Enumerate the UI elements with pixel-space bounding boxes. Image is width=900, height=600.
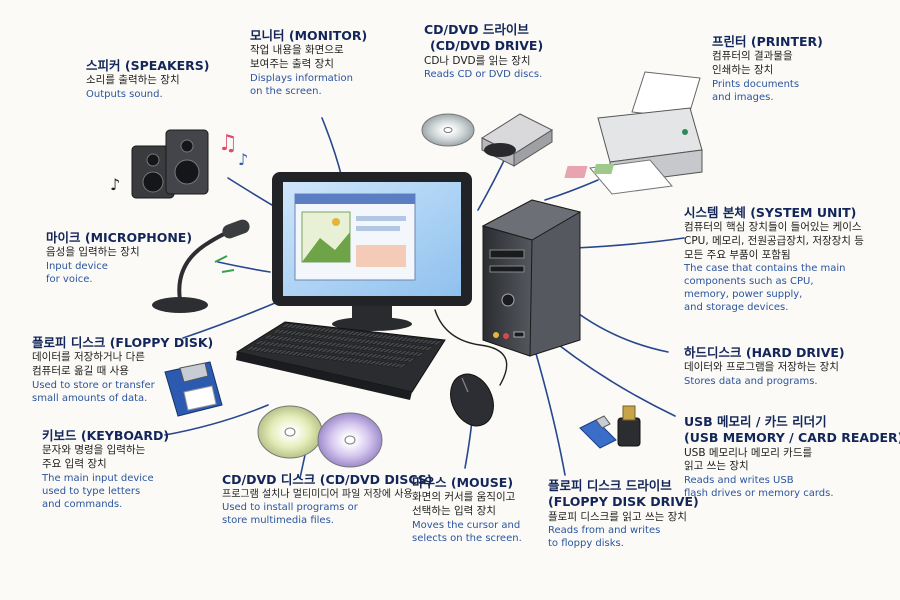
printer-icon (564, 72, 702, 194)
korean-line: 인쇄하는 장치 (712, 64, 823, 78)
title: CD/DVD 디스크 (CD/DVD DISCS) (222, 472, 433, 488)
leader-floppy-drive (535, 350, 565, 475)
korean-line: CD나 DVD를 읽는 장치 (424, 55, 543, 69)
leader-printer (545, 180, 598, 200)
english-line: Used to store or transfer (32, 379, 213, 392)
korean-line: 작업 내용을 화면으로 (250, 44, 367, 58)
korean-line: 주요 입력 장치 (42, 458, 169, 472)
english-line: Outputs sound. (86, 88, 210, 101)
english-line: store multimedia files. (222, 514, 433, 527)
label-floppy-drive: 플로피 디스크 드라이브 (FLOPPY DISK DRIVE) 플로피 디스크… (548, 478, 699, 550)
cd-discs-icon (258, 406, 382, 467)
title: (CD/DVD DRIVE) (424, 38, 543, 54)
english-line: to floppy disks. (548, 537, 699, 550)
korean-line: 프로그램 설치나 멀티미디어 파일 저장에 사용 (222, 488, 433, 501)
english-line: The case that contains the main (684, 262, 864, 275)
korean-line: 데이터를 저장하거나 다른 (32, 351, 213, 365)
english-line: flash drives or memory cards. (684, 487, 900, 500)
title: 시스템 본체 (SYSTEM UNIT) (684, 205, 864, 221)
label-floppy-disk: 플로피 디스크 (FLOPPY DISK) 데이터를 저장하거나 다른 컴퓨터로… (32, 335, 213, 405)
leader-mouse (465, 420, 472, 468)
title: 모니터 (MONITOR) (250, 28, 367, 44)
korean-line: USB 메모리나 메모리 카드를 (684, 447, 900, 461)
english-line: memory, power supply, (684, 288, 864, 301)
english-line: Reads from and writes (548, 524, 699, 537)
label-keyboard: 키보드 (KEYBOARD) 문자와 명령을 입력하는 주요 입력 장치 The… (42, 428, 169, 511)
label-monitor: 모니터 (MONITOR) 작업 내용을 화면으로 보여주는 출력 장치 Dis… (250, 28, 367, 98)
mouse-icon (442, 367, 501, 433)
english-line: Stores data and programs. (684, 375, 845, 388)
title: (USB MEMORY / CARD READER) (684, 430, 900, 446)
label-usb: USB 메모리 / 카드 리더기 (USB MEMORY / CARD READ… (684, 414, 900, 500)
korean-line: 읽고 쓰는 장치 (684, 460, 900, 474)
english-line: Reads CD or DVD discs. (424, 68, 543, 81)
korean-line: 소리를 출력하는 장치 (86, 74, 210, 88)
system-unit-icon (483, 200, 580, 356)
keyboard-icon (236, 322, 445, 400)
korean-line: 컴퓨터의 핵심 장치들이 들어있는 케이스 (684, 221, 864, 235)
leader-speakers (228, 178, 272, 205)
english-line: and storage devices. (684, 301, 864, 314)
english-line: and commands. (42, 498, 169, 511)
svg-text:♪: ♪ (238, 150, 248, 169)
cd-drive-icon (422, 114, 552, 166)
leader-system-unit (575, 238, 684, 248)
label-cd-discs: CD/DVD 디스크 (CD/DVD DISCS) 프로그램 설치나 멀티미디어… (222, 472, 433, 527)
korean-line: CPU, 메모리, 전원공급장치, 저장장치 등 (684, 235, 864, 249)
label-speakers: 스피커 (SPEAKERS) 소리를 출력하는 장치 Outputs sound… (86, 58, 210, 101)
korean-line: 컴퓨터로 옮길 때 사용 (32, 365, 213, 379)
leader-monitor (322, 118, 342, 178)
english-line: on the screen. (250, 85, 367, 98)
title: 하드디스크 (HARD DRIVE) (684, 345, 845, 361)
korean-line: 문자와 명령을 입력하는 (42, 444, 169, 458)
korean-line: 음성을 입력하는 장치 (46, 246, 192, 260)
title: 마우스 (MOUSE) (412, 475, 522, 491)
korean-line: 화면의 커서를 움직이고 (412, 491, 522, 505)
label-cd-drive: CD/DVD 드라이브 (CD/DVD DRIVE) CD나 DVD를 읽는 장… (424, 22, 543, 81)
svg-text:♫: ♫ (218, 131, 238, 156)
title: (FLOPPY DISK DRIVE) (548, 494, 699, 510)
english-line: Input device (46, 260, 192, 273)
korean-line: 컴퓨터의 결과물을 (712, 50, 823, 64)
label-mouse: 마우스 (MOUSE) 화면의 커서를 움직이고 선택하는 입력 장치 Move… (412, 475, 522, 545)
monitor-icon (272, 172, 472, 331)
speaker-icon (132, 130, 208, 198)
korean-line: 플로피 디스크를 읽고 쓰는 장치 (548, 511, 699, 525)
title: 마이크 (MICROPHONE) (46, 230, 192, 246)
title: 플로피 디스크 (FLOPPY DISK) (32, 335, 213, 351)
korean-line: 보여주는 출력 장치 (250, 58, 367, 72)
english-line: small amounts of data. (32, 392, 213, 405)
label-microphone: 마이크 (MICROPHONE) 음성을 입력하는 장치 Input devic… (46, 230, 192, 286)
korean-line: 선택하는 입력 장치 (412, 505, 522, 519)
korean-line: 모든 주요 부품이 포함됨 (684, 249, 864, 263)
english-line: Moves the cursor and (412, 519, 522, 532)
english-line: and images. (712, 91, 823, 104)
english-line: for voice. (46, 273, 192, 286)
label-hard-drive: 하드디스크 (HARD DRIVE) 데이터와 프로그램을 저장하는 장치 St… (684, 345, 845, 388)
label-system-unit: 시스템 본체 (SYSTEM UNIT) 컴퓨터의 핵심 장치들이 들어있는 케… (684, 205, 864, 314)
english-line: selects on the screen. (412, 532, 522, 545)
title: CD/DVD 드라이브 (424, 22, 543, 38)
title: 키보드 (KEYBOARD) (42, 428, 169, 444)
label-printer: 프린터 (PRINTER) 컴퓨터의 결과물을 인쇄하는 장치 Prints d… (712, 34, 823, 104)
title: 플로피 디스크 드라이브 (548, 478, 699, 494)
korean-line: 데이터와 프로그램을 저장하는 장치 (684, 361, 845, 375)
title: 스피커 (SPEAKERS) (86, 58, 210, 74)
english-line: components such as CPU, (684, 275, 864, 288)
usb-icon (580, 406, 640, 448)
title: USB 메모리 / 카드 리더기 (684, 414, 900, 430)
title: 프린터 (PRINTER) (712, 34, 823, 50)
english-line: used to type letters (42, 485, 169, 498)
english-line: Used to install programs or (222, 501, 433, 514)
english-line: Prints documents (712, 78, 823, 91)
english-line: The main input device (42, 472, 169, 485)
english-line: Displays information (250, 72, 367, 85)
english-line: Reads and writes USB (684, 474, 900, 487)
svg-text:♪: ♪ (110, 175, 120, 194)
